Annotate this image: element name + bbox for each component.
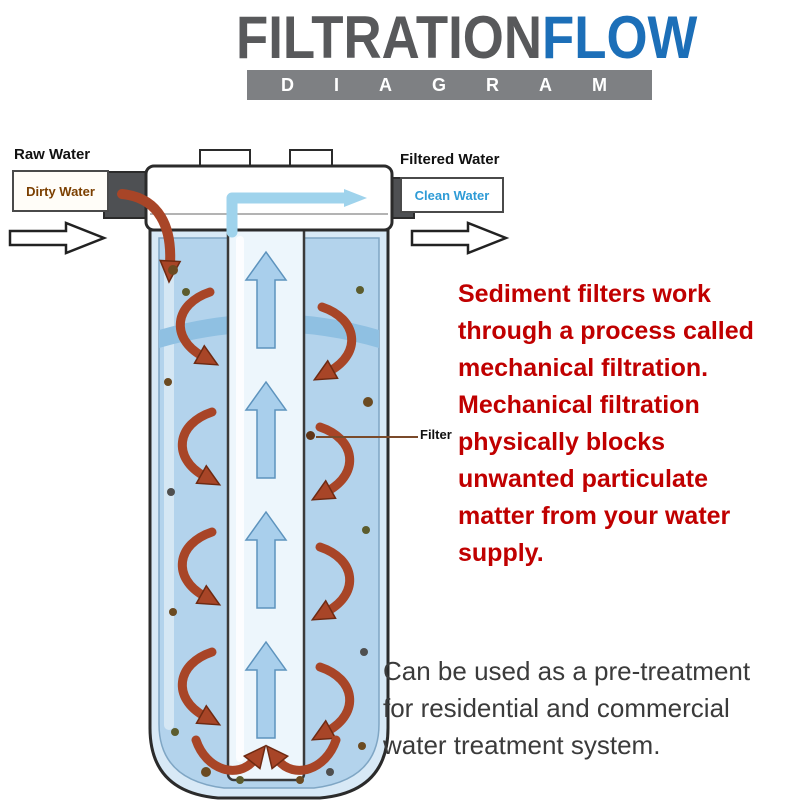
footnote-line: water treatment system.: [383, 730, 661, 760]
circulation-arrow-icon: [175, 287, 220, 366]
filtered-water-label: Filtered Water: [400, 151, 500, 168]
up-flow-arrows: [244, 250, 288, 739]
sediment-particle: [326, 768, 334, 776]
circulation-arrow-icon: [177, 407, 222, 486]
up-flow-arrow-icon: [244, 380, 288, 479]
circulation-arrow-icon: [310, 542, 355, 621]
inlet-flow-arrow-icon: [117, 189, 182, 284]
raw-water-flow-arrow-icon: [8, 221, 108, 255]
clean-water-box: Clean Water: [400, 177, 504, 213]
sediment-particle: [236, 776, 244, 784]
sediment-particle: [356, 286, 364, 294]
sediment-particle: [164, 378, 172, 386]
sediment-particle: [358, 742, 366, 750]
logo-title: FILTRATIONFLOW: [236, 8, 697, 68]
description-line: matter from your water: [458, 502, 731, 530]
raw-water-label: Raw Water: [14, 146, 91, 163]
outlet-flow-arrow-icon: [226, 189, 367, 238]
up-flow-arrow-icon: [244, 510, 288, 609]
circulation-arrow-icon: [177, 647, 222, 726]
filter-callout-dot: [306, 431, 315, 440]
circulation-arrow-icon: [312, 302, 357, 381]
sediment-particle: [182, 288, 190, 296]
circulation-arrow-icon: [265, 735, 341, 775]
description-line: Mechanical filtration: [458, 391, 700, 419]
sediment-particles: [164, 265, 373, 784]
description-line: supply.: [458, 539, 544, 567]
filter-callout-label: Filter: [420, 427, 452, 442]
housing-cap: [144, 149, 394, 232]
logo-subtitle-bar: DIAGRAM: [247, 70, 652, 100]
sediment-particle: [171, 728, 179, 736]
circulation-arrows: [175, 287, 357, 775]
circulation-arrow-icon: [191, 735, 267, 775]
circulation-arrow-icon: [310, 662, 355, 741]
description-line: mechanical filtration.: [458, 354, 709, 382]
filter-diagram: [103, 149, 415, 800]
filter-callout-line: [316, 436, 418, 438]
description-line: Sediment filters work: [458, 280, 711, 308]
sediment-particle: [167, 488, 175, 496]
up-flow-arrow-icon: [244, 640, 288, 739]
footnote-text: Can be used as a pre-treatment for resid…: [383, 653, 798, 764]
sediment-particle: [168, 265, 178, 275]
logo-text-filtration: FILTRATION: [236, 4, 542, 71]
center-tube: [226, 216, 306, 782]
filtered-water-flow-arrow-icon: [410, 221, 510, 255]
circulation-arrow-icon: [310, 422, 355, 501]
description-line: through a process called: [458, 317, 754, 345]
footnote-line: for residential and commercial: [383, 693, 730, 723]
logo-text-flow: FLOW: [541, 4, 698, 71]
sediment-particle: [296, 776, 304, 784]
description-line: unwanted particulate: [458, 465, 709, 493]
sediment-particle: [360, 648, 368, 656]
sediment-particle: [201, 767, 211, 777]
circulation-arrow-icon: [177, 527, 222, 606]
description-text: Sediment filters work through a process …: [458, 276, 798, 572]
dirty-water-box: Dirty Water: [12, 170, 109, 212]
footnote-line: Can be used as a pre-treatment: [383, 656, 751, 686]
description-line: physically blocks: [458, 428, 666, 456]
up-flow-arrow-icon: [244, 250, 288, 349]
sediment-particle: [363, 397, 373, 407]
sediment-particle: [362, 526, 370, 534]
sediment-particle: [169, 608, 177, 616]
